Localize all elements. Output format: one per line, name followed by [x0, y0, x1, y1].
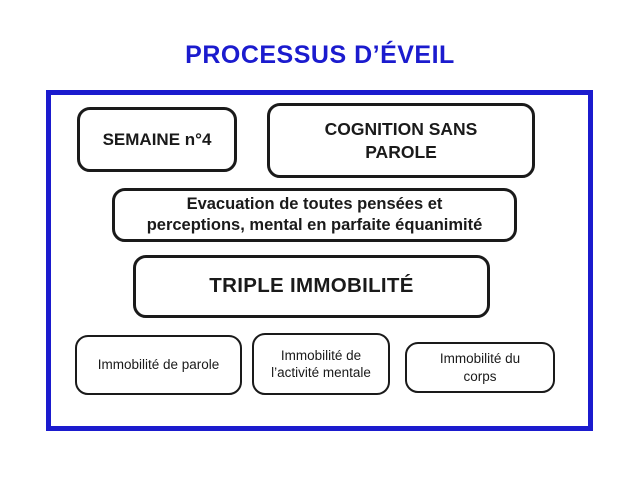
box-immobilite-corps: Immobilité du corps [405, 342, 555, 393]
box-immobilite-parole: Immobilité de parole [75, 335, 242, 395]
box-cognition-sans-parole: COGNITION SANS PAROLE [267, 103, 535, 178]
box-evacuation-pensees: Evacuation de toutes pensées et percepti… [112, 188, 517, 242]
box-triple-immobilite: TRIPLE IMMOBILITÉ [133, 255, 490, 318]
box-semaine: SEMAINE n°4 [77, 107, 237, 172]
box-immobilite-mentale: Immobilité de l’activité mentale [252, 333, 390, 395]
page-title: PROCESSUS D’ÉVEIL [185, 41, 455, 69]
